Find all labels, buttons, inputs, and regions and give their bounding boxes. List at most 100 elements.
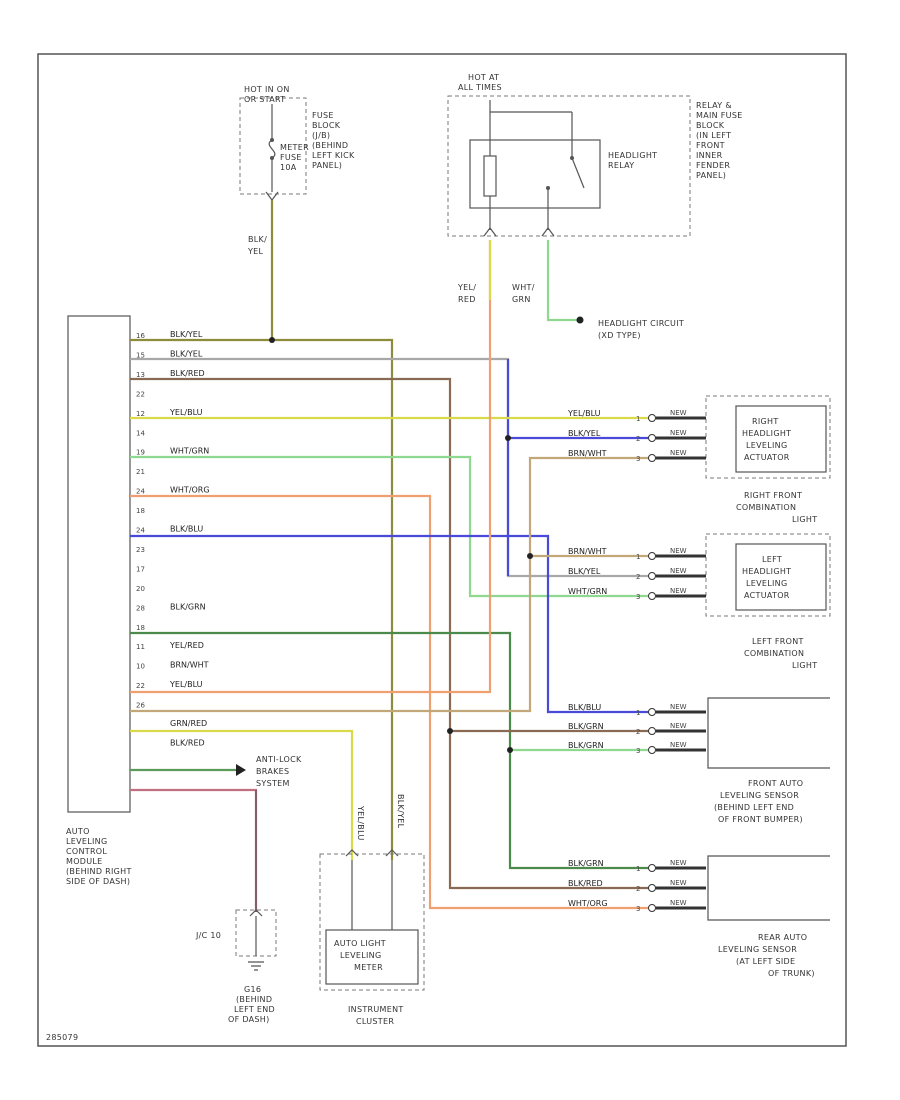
svg-text:ALL TIMES: ALL TIMES — [458, 83, 502, 92]
svg-text:METER: METER — [280, 143, 309, 152]
svg-text:(BEHIND RIGHT: (BEHIND RIGHT — [66, 867, 132, 876]
connector-pin-number: 1 — [636, 709, 640, 717]
connector-pin-number: 1 — [636, 415, 640, 423]
connector-wire-label: WHT/ORG — [568, 899, 608, 908]
wire-blk-yel-2 — [130, 357, 700, 578]
connector-pin-number: 2 — [636, 435, 640, 443]
svg-text:RIGHT FRONT: RIGHT FRONT — [744, 491, 802, 500]
connector-pin-number: 2 — [636, 728, 640, 736]
svg-text:HEADLIGHT: HEADLIGHT — [608, 151, 657, 160]
connector-wire-label: BRN/WHT — [568, 547, 607, 556]
module-pin-number: 23 — [136, 546, 145, 554]
connector-terminal-icon — [648, 864, 656, 872]
svg-text:(J/B): (J/B) — [312, 131, 330, 140]
svg-text:OR START: OR START — [244, 95, 285, 104]
arrow-anti-lock-icon — [236, 764, 246, 776]
connector-tag: NEW — [670, 547, 687, 555]
svg-text:METER: METER — [354, 963, 383, 972]
svg-text:FENDER: FENDER — [696, 161, 730, 170]
svg-text:LEVELING: LEVELING — [746, 579, 787, 588]
svg-text:LEFT: LEFT — [762, 555, 782, 564]
svg-text:HEADLIGHT CIRCUIT: HEADLIGHT CIRCUIT — [598, 319, 684, 328]
connector-terminal-icon — [648, 746, 656, 754]
module-pin-number: 22 — [136, 390, 145, 398]
svg-text:OF FRONT BUMPER): OF FRONT BUMPER) — [718, 815, 803, 824]
connector-terminal-icon — [648, 552, 656, 560]
connector-tag: NEW — [670, 703, 687, 711]
connector-wire-label: BLK/BLU — [568, 703, 601, 712]
rear-auto-leveling-sensor: REAR AUTO LEVELING SENSOR (AT LEFT SIDE … — [707, 855, 830, 978]
module-wire-label: BRN/WHT — [170, 661, 209, 670]
connector-tag: NEW — [670, 449, 687, 457]
svg-text:HEADLIGHT: HEADLIGHT — [742, 429, 791, 438]
module-pin-number: 20 — [136, 585, 145, 593]
connector-pin-number: 3 — [636, 593, 640, 601]
svg-text:(IN LEFT: (IN LEFT — [696, 131, 731, 140]
svg-text:LIGHT: LIGHT — [792, 661, 817, 670]
module-pin-number: 17 — [136, 565, 145, 573]
svg-text:LEVELING: LEVELING — [66, 837, 107, 846]
module-wire-label: GRN/RED — [170, 719, 207, 728]
auto-light-leveling-meter — [325, 929, 419, 985]
svg-text:(BEHIND LEFT END: (BEHIND LEFT END — [714, 803, 794, 812]
wire-blk-blu-1 — [130, 534, 700, 714]
svg-text:(AT LEFT SIDE: (AT LEFT SIDE — [736, 957, 795, 966]
connector-terminal-icon — [648, 727, 656, 735]
module-pin-number: 13 — [136, 371, 145, 379]
junction-connector-jc10: J/C 10 — [195, 909, 277, 957]
connector-tag: NEW — [670, 429, 687, 437]
connector-terminal-icon — [648, 414, 656, 422]
wire-blk-yel-1 — [130, 338, 394, 860]
connector-terminal-icon — [648, 884, 656, 892]
svg-text:(BEHIND: (BEHIND — [312, 141, 348, 150]
wire-yel-red-1 — [130, 240, 492, 694]
ground-icon — [248, 961, 264, 971]
ground-g16: G16 (BEHIND LEFT END OF DASH) — [228, 961, 275, 1024]
svg-text:LEVELING: LEVELING — [746, 441, 787, 450]
svg-text:CLUSTER: CLUSTER — [356, 1017, 394, 1026]
module-pin-number: 26 — [136, 702, 145, 710]
connector-wire-label: BLK/GRN — [568, 722, 604, 731]
diagram-frame — [37, 53, 847, 1047]
svg-text:MAIN FUSE: MAIN FUSE — [696, 111, 743, 120]
module-wire-label: YEL/BLU — [169, 408, 203, 417]
module-wire-label: BLK/BLU — [170, 525, 203, 534]
connector-pin-number: 3 — [636, 747, 640, 755]
module-labels: AUTO LEVELING CONTROL MODULE (BEHIND RIG… — [66, 827, 132, 886]
svg-text:SIDE OF DASH): SIDE OF DASH) — [66, 877, 130, 886]
connector-pin-number: 2 — [636, 885, 640, 893]
svg-text:LEFT END: LEFT END — [234, 1005, 275, 1014]
svg-text:SYSTEM: SYSTEM — [256, 779, 290, 788]
svg-text:MODULE: MODULE — [66, 857, 103, 866]
instrument-cluster: AUTO LIGHT LEVELING METER INSTRUMENT CLU… — [319, 794, 425, 1026]
svg-text:YEL/BLU: YEL/BLU — [356, 805, 365, 841]
svg-text:J/C 10: J/C 10 — [195, 931, 221, 940]
svg-text:RELAY: RELAY — [608, 161, 635, 170]
svg-text:GRN: GRN — [512, 295, 531, 304]
module-wire-label: YEL/BLU — [169, 680, 203, 689]
connector-tag: NEW — [670, 859, 687, 867]
module-wire-label: YEL/RED — [169, 641, 204, 650]
svg-text:FRONT AUTO: FRONT AUTO — [748, 779, 803, 788]
module-pin-number: 16 — [136, 332, 145, 340]
relay-switch-icon — [547, 150, 585, 230]
svg-text:YEL: YEL — [247, 247, 264, 256]
svg-text:ANTI-LOCK: ANTI-LOCK — [256, 755, 302, 764]
svg-text:LEVELING SENSOR: LEVELING SENSOR — [720, 791, 799, 800]
svg-text:ACTUATOR: ACTUATOR — [744, 591, 790, 600]
module-wire-label: BLK/RED — [170, 738, 205, 747]
svg-text:LEVELING SENSOR: LEVELING SENSOR — [718, 945, 797, 954]
module-pin-number: 24 — [136, 488, 145, 496]
svg-text:OF DASH): OF DASH) — [228, 1015, 270, 1024]
svg-text:CONTROL: CONTROL — [66, 847, 107, 856]
svg-text:FUSE: FUSE — [312, 111, 334, 120]
connector-tag: NEW — [670, 899, 687, 907]
svg-text:OF TRUNK): OF TRUNK) — [768, 969, 815, 978]
svg-text:WHT/: WHT/ — [512, 283, 535, 292]
wire-wht-org-1 — [130, 494, 700, 910]
module-wire-label: BLK/YEL — [170, 349, 203, 358]
svg-text:INNER: INNER — [696, 151, 723, 160]
wires — [130, 200, 700, 912]
